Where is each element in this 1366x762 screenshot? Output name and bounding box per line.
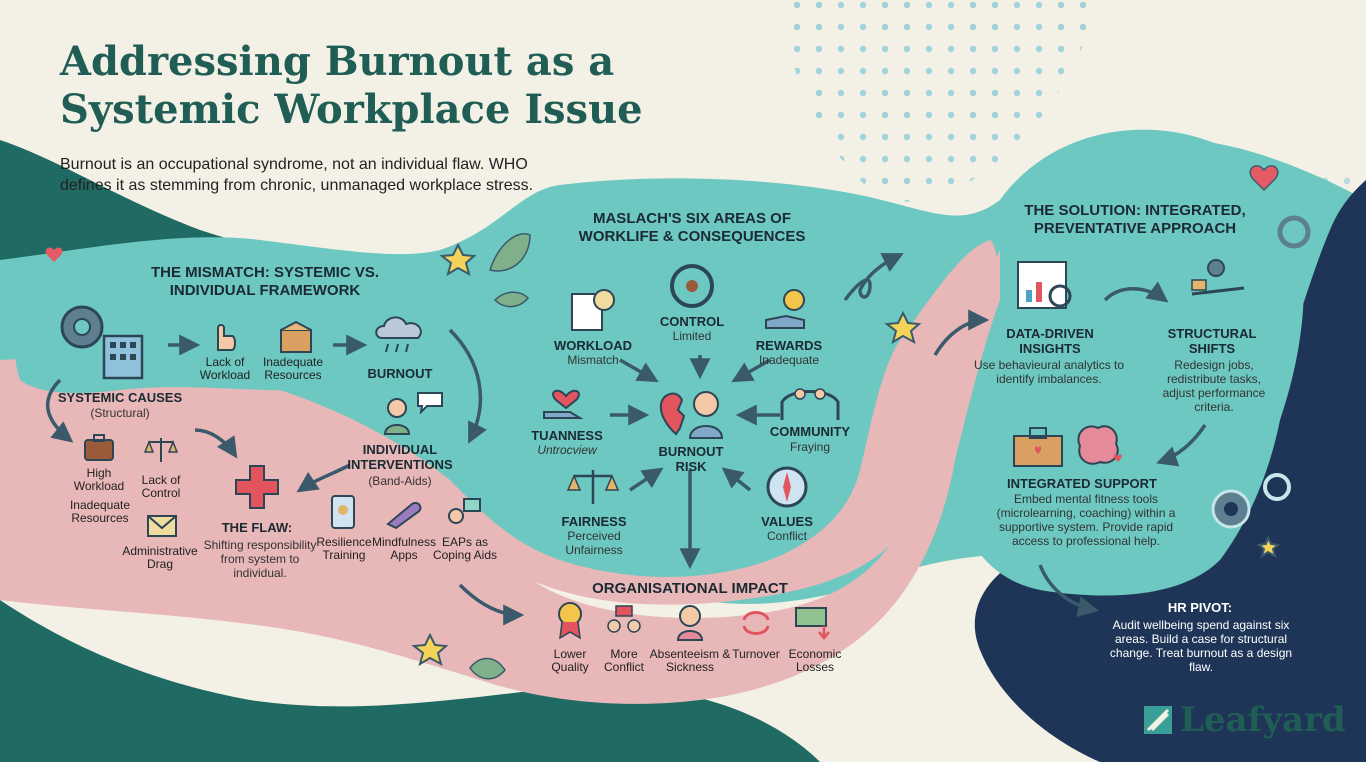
envelope-icon (145, 508, 179, 540)
hr-pivot-title: HR PIVOT: (1167, 600, 1233, 615)
community-title: COMMUNITY (769, 424, 851, 439)
bridge-icon (780, 380, 840, 422)
tuanness-title: TUANNESS (531, 428, 603, 443)
gear-icon (55, 300, 110, 355)
integrated-support-text: Embed mental fitness tools (microlearnin… (996, 492, 1176, 548)
gear-icon (1260, 470, 1294, 504)
page-subtitle: Burnout is an occupational syndrome, not… (60, 156, 534, 194)
briefcase-icon (82, 432, 116, 462)
gear-icon (1206, 484, 1256, 534)
red-cross-icon (232, 462, 282, 512)
lack-of-workload-label: Lack of Workload (199, 355, 251, 382)
workload-sub: Mismatch (567, 353, 619, 367)
sick-person-icon (672, 602, 708, 642)
gear-icon (1274, 212, 1314, 252)
speech-bubble-icon (415, 390, 445, 415)
turnover-arrows-icon (738, 606, 774, 640)
structural-shifts-title: STRUCTURAL SHIFTS (1167, 326, 1257, 356)
burnout-label: BURNOUT (367, 366, 433, 381)
impact-turnover: Turnover (732, 647, 780, 661)
brand-name: Leafyard (1180, 700, 1346, 740)
page-title: Addressing Burnout as a Systemic Workpla… (60, 38, 643, 133)
high-workload-label: High Workload (73, 466, 125, 493)
values-sub: Conflict (766, 529, 807, 543)
leafyard-logo-icon (1142, 704, 1174, 736)
individual-interventions-sub: (Band-Aids) (368, 474, 432, 488)
office-building-icon (98, 332, 148, 380)
fairness-title: FAIRNESS (561, 514, 627, 529)
lack-of-control-label: Lack of Control (141, 473, 181, 500)
flaw-title: THE FLAW: (221, 520, 293, 535)
yoga-mat-icon (384, 498, 424, 530)
steering-wheel-icon (668, 262, 716, 310)
maslach-heading: MASLACH'S SIX AREAS OF WORKLIFE & CONSEQ… (578, 210, 806, 245)
inadequate-resources-label: Inadequate Resources (69, 498, 131, 525)
solution-heading: THE SOLUTION: INTEGRATED, PREVENTATIVE A… (1024, 202, 1246, 237)
open-box-icon (276, 318, 316, 354)
values-title: VALUES (761, 514, 813, 529)
systemic-causes-sub: (Structural) (90, 406, 150, 420)
impact-heading: ORGANISATIONAL IMPACT (592, 580, 788, 597)
impact-lower-quality: Lower Quality (551, 647, 589, 674)
tablet-icon (328, 494, 358, 530)
tuanness-sub: Untrocview (537, 443, 597, 457)
structural-shifts-text: Redesign jobs, redistribute tasks, adjus… (1162, 358, 1266, 414)
mindfulness-apps-label: Mindfulness Apps (372, 535, 437, 562)
money-down-icon (794, 604, 834, 640)
compass-icon (764, 464, 810, 510)
brain-heart-icon (1072, 420, 1128, 470)
pointing-hand-icon (206, 320, 240, 352)
workload-title: WORKLOAD (554, 338, 632, 353)
mismatch-heading: THE MISMATCH: SYSTEMIC VS. INDIVIDUAL FR… (150, 264, 380, 299)
control-sub: Limited (672, 329, 712, 343)
coin-hand-icon (764, 286, 814, 334)
conflict-people-icon (604, 604, 644, 640)
impact-economic-losses: Economic Losses (788, 647, 842, 674)
flaw-text: Shifting responsibility from system to i… (203, 538, 317, 580)
impact-more-conflict: More Conflict (603, 647, 644, 674)
hr-pivot-text: Audit wellbeing spend against six areas.… (1109, 618, 1293, 674)
heart-hand-icon (540, 378, 592, 422)
burnout-risk-label: BURNOUT RISK (658, 444, 724, 474)
individual-interventions-title: INDIVIDUAL INTERVENTIONS (347, 442, 453, 472)
inadequate-resources-label: Inadequate Resources (262, 355, 324, 382)
administrative-drag-label: Administrative Drag (122, 544, 198, 571)
data-driven-text: Use behavieural analytics to identify im… (973, 358, 1125, 386)
data-driven-title: DATA-DRIVEN INSIGHTS (1006, 326, 1094, 356)
impact-absenteeism: Absenteeism & Sickness (649, 647, 731, 674)
rain-cloud-icon (372, 312, 428, 358)
broken-heart-person-icon (654, 384, 730, 440)
support-chat-icon (444, 496, 482, 530)
systemic-causes-title: SYSTEMIC CAUSES (57, 390, 183, 405)
rewards-title: REWARDS (755, 338, 823, 353)
documents-clock-icon (566, 286, 616, 334)
resilience-training-label: Resilience Training (316, 535, 372, 562)
person-icon (382, 396, 412, 436)
control-title: CONTROL (659, 314, 725, 329)
balance-gear-icon (1184, 258, 1254, 312)
award-badge-icon (554, 600, 586, 640)
fairness-sub: Perceived Unfairness (565, 529, 623, 557)
toolbox-icon (1012, 424, 1064, 468)
scales-icon (143, 434, 179, 466)
integrated-support-title: INTEGRATED SUPPORT (1007, 476, 1157, 491)
balance-scale-icon (566, 466, 620, 508)
rewards-sub: Inadequate (758, 353, 820, 367)
community-sub: Fraying (789, 440, 830, 454)
eaps-label: EAPs as Coping Aids (432, 535, 498, 562)
analytics-dashboard-icon (1014, 258, 1078, 316)
